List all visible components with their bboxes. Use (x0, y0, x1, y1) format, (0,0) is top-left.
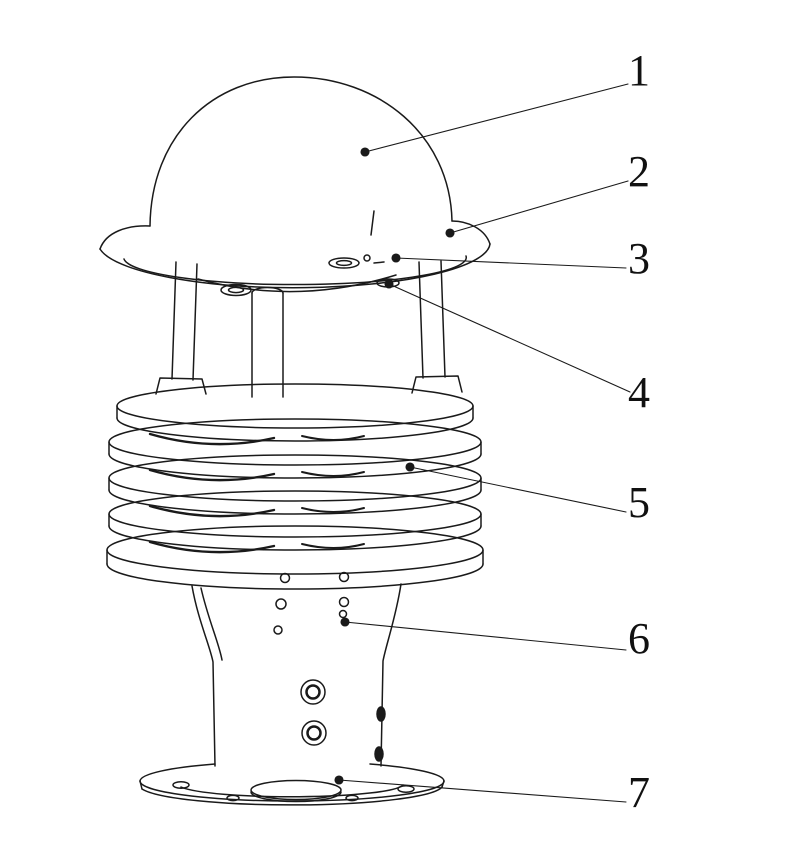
body-right-outline (380, 583, 402, 767)
screw-hole (273, 625, 283, 635)
flange-side (139, 780, 143, 790)
callout-dot-4 (384, 279, 394, 289)
plate-front-edge (197, 274, 397, 293)
side-hole (376, 706, 386, 722)
dome (149, 76, 453, 236)
post-right-foot (411, 375, 463, 394)
screw-hole (338, 609, 348, 619)
callout-dot-5 (405, 462, 415, 472)
screw-hole (279, 572, 291, 584)
callout-dot-1 (360, 147, 370, 157)
louver-rim (108, 525, 482, 551)
callout-label-2: 2 (628, 147, 650, 196)
bolt-outer (301, 720, 327, 746)
flange-hole (397, 785, 415, 793)
drawing-root: 1 2 3 4 5 6 7 (99, 46, 650, 817)
callout-dot-3 (391, 253, 401, 263)
callout-label-4: 4 (628, 368, 650, 417)
louver-rim (116, 417, 474, 442)
flange-side (441, 780, 445, 788)
flange-top-right-arc (369, 763, 445, 782)
bolt-outer (300, 679, 326, 705)
flange-hole (226, 794, 240, 802)
flange-center-hole (250, 779, 342, 801)
vent-shadow (148, 504, 276, 518)
flange-bottom-edge (141, 786, 443, 806)
side-hole (374, 746, 384, 762)
callout-label-6: 6 (628, 614, 650, 663)
sensor-port (328, 257, 360, 269)
screw-hole (338, 596, 350, 608)
post-right-edge (440, 260, 446, 378)
post-left-edge (192, 263, 198, 381)
leader-line-2 (449, 180, 629, 234)
louver-rim (108, 453, 482, 479)
flange-hole (345, 794, 359, 802)
body-left-outline (191, 585, 216, 767)
vent-shadow (301, 507, 365, 513)
cap-underside-rim (123, 255, 468, 286)
callouts: 1 2 3 4 5 6 7 (334, 46, 650, 817)
screw-hole (275, 598, 287, 610)
body-inner-contour (200, 587, 223, 661)
sensor-tick (373, 261, 385, 264)
plate-port (220, 283, 252, 297)
leader-line-7 (338, 779, 627, 803)
sensor-body (191, 571, 402, 767)
callout-label-3: 3 (628, 234, 650, 283)
bolt-inner (305, 684, 321, 700)
sensor-stud (363, 254, 371, 262)
callout-dot-7 (334, 775, 344, 785)
sensor-port-inner (335, 259, 353, 267)
louver-plate (116, 383, 474, 429)
vent-shadow (301, 471, 365, 477)
leader-line-4 (388, 283, 631, 393)
leader-line-6 (344, 621, 627, 651)
dome-seam-line (370, 210, 375, 236)
plate-port-inner (227, 286, 245, 294)
post-left-edge (171, 261, 177, 380)
base-flange (139, 763, 445, 806)
callout-dot-2 (445, 228, 455, 238)
post-right-edge (418, 261, 424, 379)
top-plate (197, 254, 400, 297)
cap-lip-right (451, 220, 491, 245)
callout-dot-6 (340, 617, 350, 627)
flange-top-left-arc (139, 763, 216, 782)
louver-shield (106, 383, 484, 590)
vent-shadow (148, 432, 276, 446)
callout-label-7: 7 (628, 768, 650, 817)
cap-front-edge (99, 243, 491, 289)
flange-inner-arc (180, 784, 404, 798)
vent-shadow (148, 468, 276, 482)
dome-outline (149, 76, 453, 227)
cap-ring (99, 220, 491, 289)
leader-line-3 (395, 257, 627, 269)
flange-center-hole-depth (250, 791, 342, 803)
vent-shadow (301, 543, 365, 549)
shield-bottom-rim (106, 563, 484, 590)
flange-hole (172, 781, 190, 789)
bolt-inner (306, 725, 322, 741)
louver-rim (108, 489, 482, 515)
vent-shadow (301, 435, 365, 441)
support-posts (155, 260, 463, 398)
leader-line-5 (409, 466, 627, 513)
vent-shadow (148, 540, 276, 554)
leader-line-1 (364, 83, 629, 153)
callout-label-1: 1 (628, 46, 650, 95)
louver-plate (108, 418, 482, 466)
screw-hole (338, 571, 350, 583)
callout-label-5: 5 (628, 478, 650, 527)
cap-lip-left (99, 225, 151, 250)
post-middle-top (251, 286, 284, 294)
